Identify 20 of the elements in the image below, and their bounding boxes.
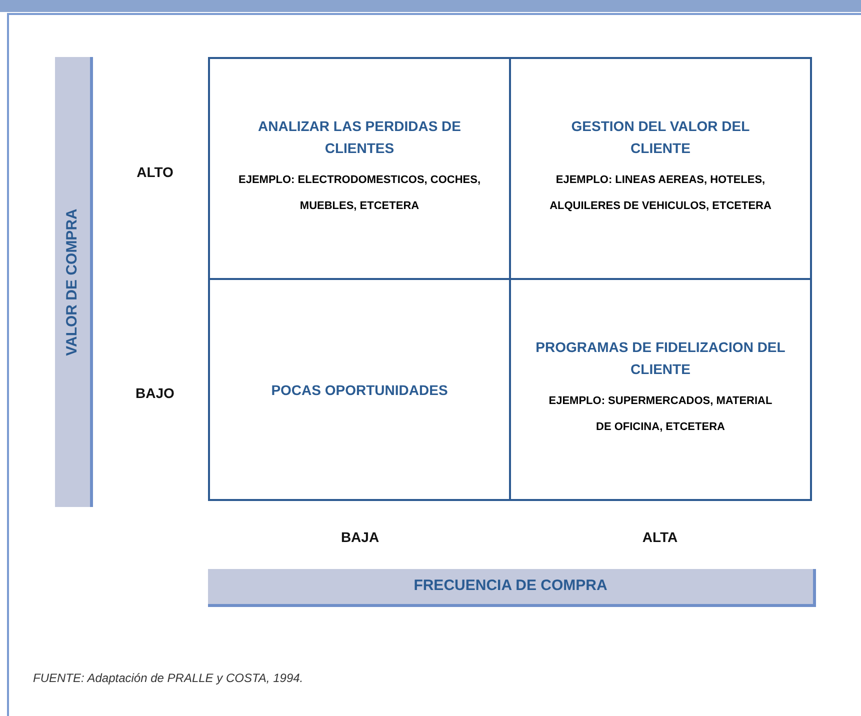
axis-title: VALOR DE COMPRA: [62, 208, 82, 356]
quadrant-example: EJEMPLO: ELECTRODOMESTICOS, COCHES, MUEBLES, ETCETERA: [237, 173, 482, 214]
quadrant-title: ANALIZAR LAS PERDIDAS DE CLIENTES: [256, 117, 462, 158]
quadrant-title: POCAS OPORTUNIDADES: [271, 380, 448, 400]
quadrant-example: EJEMPLO: LINEAS AEREAS, HOTELES, ALQUILERES DE VEHICULOS, ETCETERA: [548, 173, 772, 214]
quadrant-cell: [208, 279, 510, 501]
quadrant-title: GESTION DEL VALOR DEL CLIENTE: [570, 117, 751, 158]
quadrant-example: EJEMPLO: SUPERMERCADOS, MATERIAL DE OFICINA, ETCETERA: [548, 394, 774, 435]
source-caption: FUENTE: Adaptación de PRALLE y COSTA, 1994.: [33, 670, 304, 687]
axis-level-label: BAJO: [134, 384, 176, 403]
axis-bar: [208, 569, 816, 607]
quadrant-cell: [208, 57, 510, 279]
axis-bar: [55, 57, 93, 507]
quadrant-cell: [510, 279, 812, 501]
axis-title: FRECUENCIA DE COMPRA: [414, 576, 608, 596]
axis-level-label: BAJA: [340, 528, 380, 547]
axis-level-label: ALTA: [641, 528, 679, 547]
quadrant-title: PROGRAMAS DE FIDELIZACION DEL CLIENTE: [536, 338, 786, 379]
axis-level-label: ALTO: [136, 163, 174, 182]
quadrant-cell: [510, 57, 812, 279]
